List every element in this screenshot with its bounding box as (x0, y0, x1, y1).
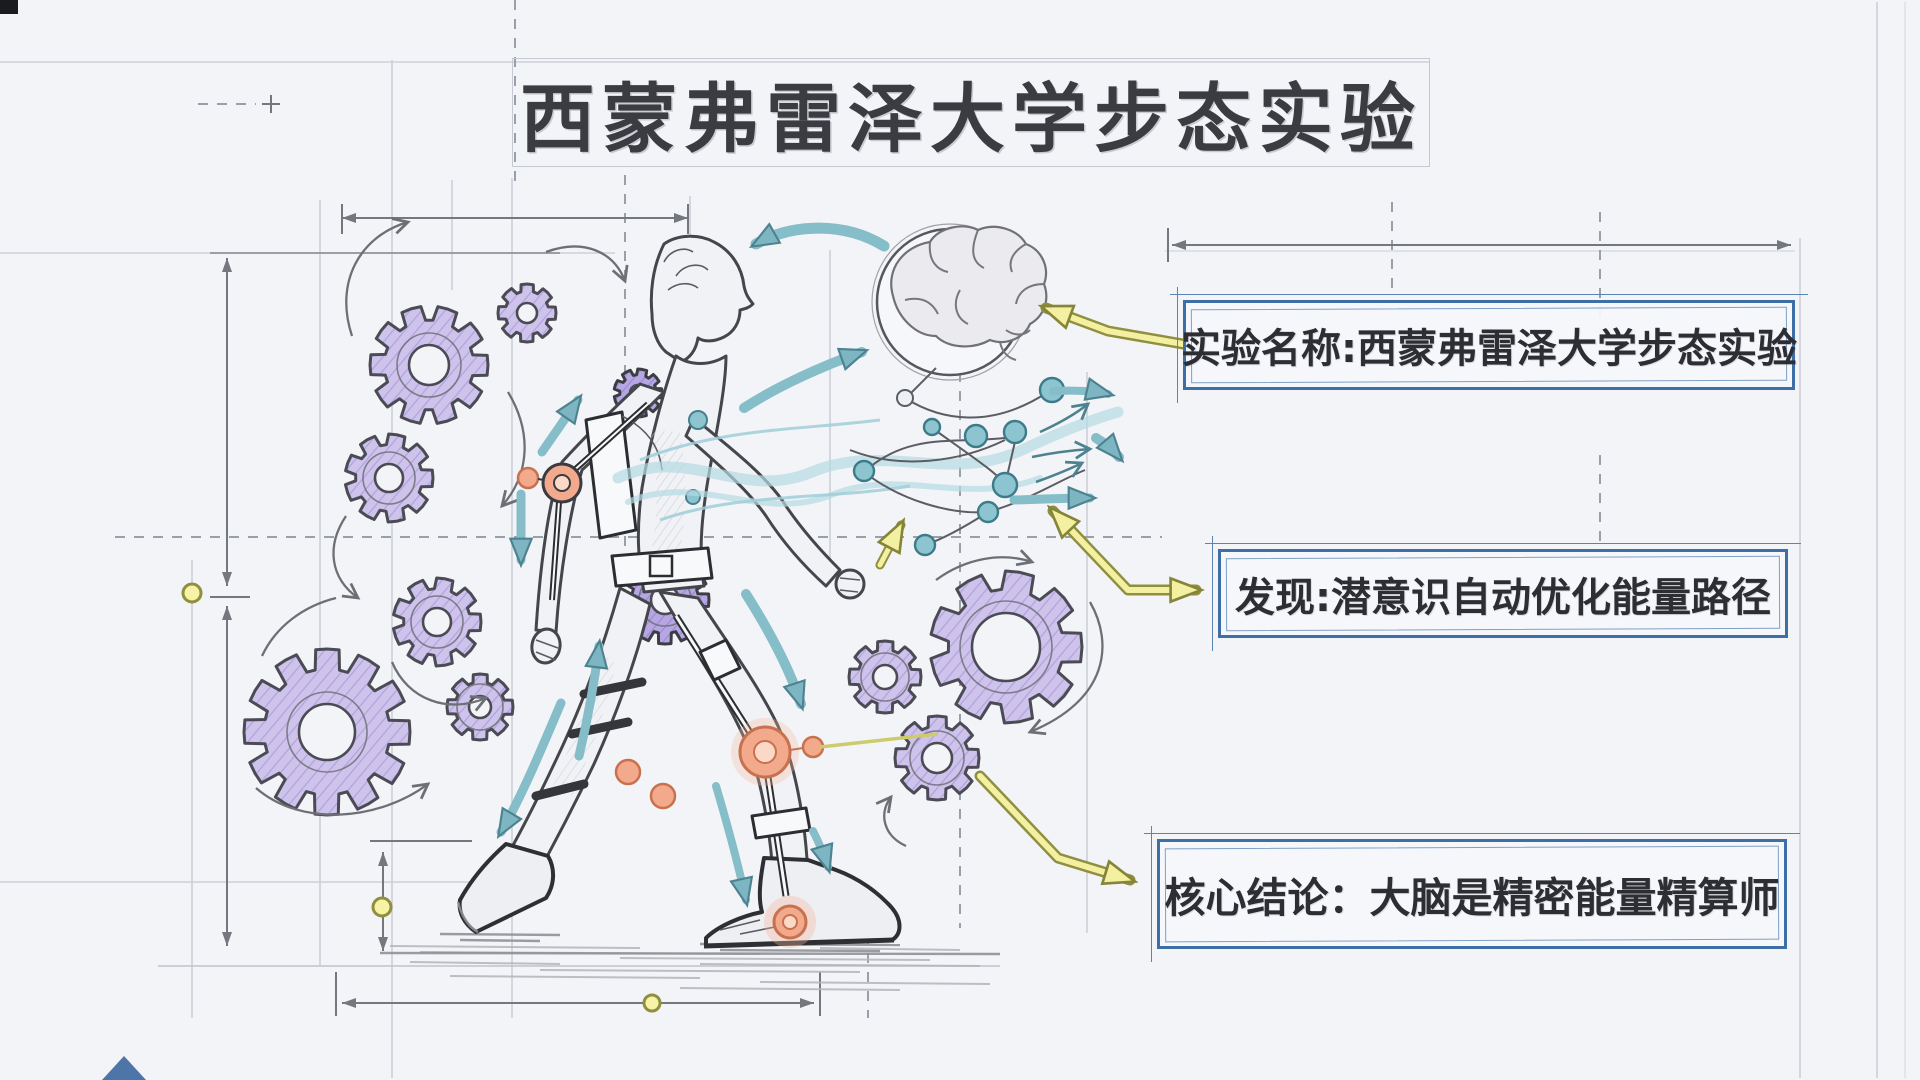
callout-finding: 发现:潜意识自动优化能量路径 (1205, 536, 1801, 651)
callout-arrow-icons (181, 302, 1196, 1013)
callout-finding-label: 发现:潜意识自动优化能量路径 (1235, 574, 1771, 621)
gear-icon (496, 282, 558, 344)
title-frame: 西蒙弗雷泽大学步态实验 (512, 58, 1430, 167)
yellow-dot (642, 993, 662, 1013)
flow-arrow-icons (496, 222, 1125, 909)
ground-hatching (379, 932, 1001, 991)
callout-experiment-name-label: 实验名称:西蒙弗雷泽大学步态实验 (1181, 326, 1797, 372)
page-title: 西蒙弗雷泽大学步态实验 (519, 75, 1422, 163)
joint-markers (516, 410, 825, 948)
brain-icon (871, 223, 1048, 397)
gear-icon (368, 305, 490, 425)
gear-icon (344, 432, 435, 524)
node-network-icon (612, 376, 1124, 557)
gear-icon (929, 569, 1084, 725)
gear-icon (242, 647, 412, 817)
gear-icon (392, 576, 483, 668)
callout-conclusion: 核心结论：大脑是精密能量精算师 (1144, 826, 1800, 962)
gear-icon (847, 639, 923, 715)
gear-rotation-arrows (255, 217, 1104, 848)
callout-conclusion-label: 核心结论：大脑是精密能量精算师 (1164, 874, 1780, 922)
gear-icon (893, 714, 981, 802)
yellow-dot (371, 896, 393, 918)
yellow-dot (181, 582, 203, 604)
gear-icon (445, 672, 515, 742)
exoskeleton-icon (531, 401, 812, 897)
callout-experiment-name: 实验名称:西蒙弗雷泽大学步态实验 (1170, 287, 1808, 403)
corner-marks (0, 0, 146, 1080)
